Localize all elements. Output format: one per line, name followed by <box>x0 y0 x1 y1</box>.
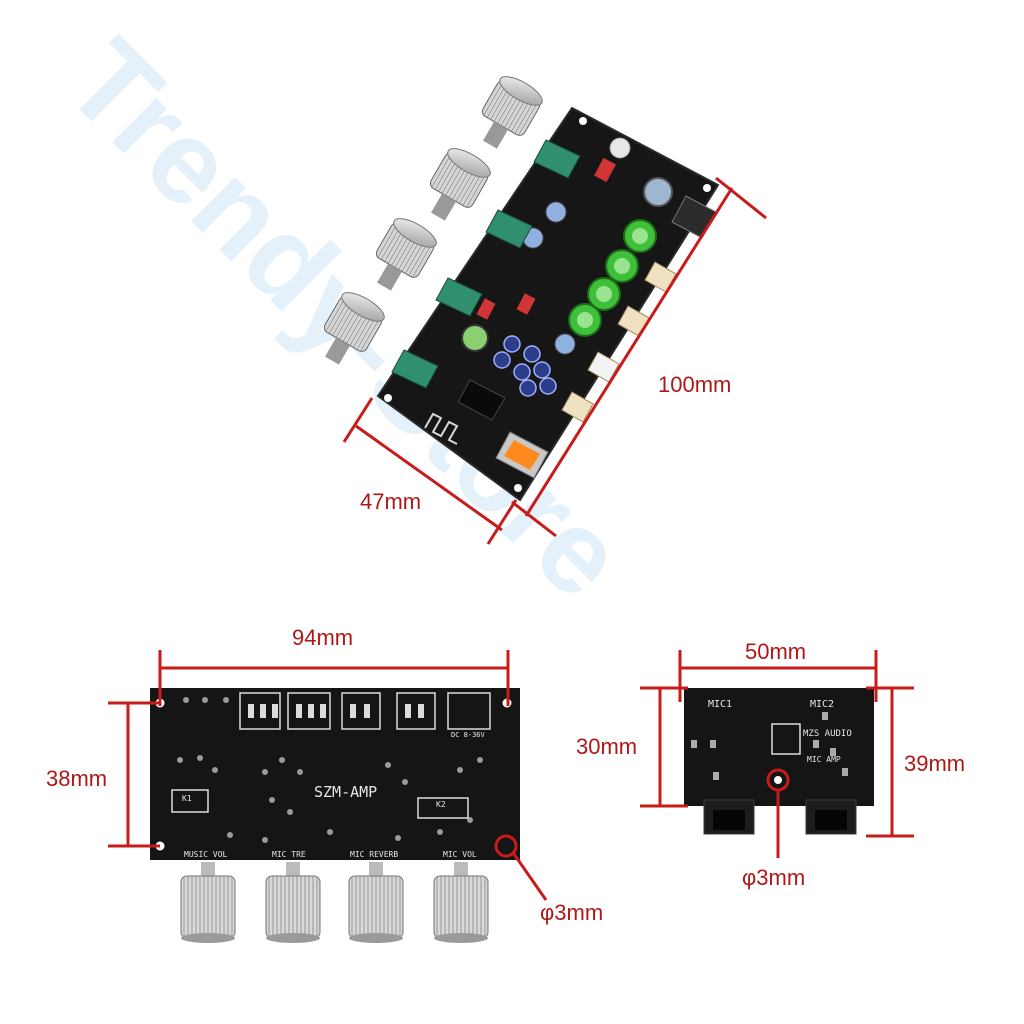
blue-capacitors <box>493 335 557 397</box>
side-width-label: 50mm <box>745 639 806 664</box>
side-height-dimension: 39mm <box>866 686 965 838</box>
front-hole-label: φ3mm <box>540 900 603 925</box>
green-capacitors <box>568 219 657 337</box>
top-potentiometers <box>391 139 581 389</box>
front-width-label: 94mm <box>292 625 353 650</box>
side-inner-height-label: 30mm <box>576 734 637 759</box>
top-length-dimension: 100mm <box>511 176 767 538</box>
mic2-label: MIC2 <box>810 699 834 710</box>
front-knob-label-2: MIC TRE <box>272 850 306 859</box>
usb-port-icon <box>495 431 549 479</box>
bluetooth-icon <box>424 412 459 445</box>
mic-brand-label: MZS AUDIO <box>803 729 852 739</box>
front-view-board: K1 K2 SZM-AMP DC 8-36V MUSIC VOL MIC TRE… <box>150 688 520 860</box>
front-title: SZM-AMP <box>314 783 377 801</box>
top-length-label: 100mm <box>658 372 731 397</box>
front-height-label: 38mm <box>46 766 107 791</box>
side-hole-callout: φ3mm <box>742 768 805 890</box>
front-knob-label-3: MIC REVERB <box>350 850 398 859</box>
side-height-label: 39mm <box>904 751 965 776</box>
front-width-dimension: 94mm <box>158 625 510 706</box>
knob-icon <box>323 76 543 365</box>
front-hole-callout: φ3mm <box>494 834 603 925</box>
mic-board: MIC1 MIC2 MZS AUDIO MIC AMP <box>684 688 874 835</box>
top-width-dimension: 47mm <box>342 397 518 545</box>
top-view-board <box>323 76 720 502</box>
side-inner-height-dimension: 30mm <box>576 686 688 808</box>
front-knobs <box>180 862 489 943</box>
front-k2-label: K2 <box>436 800 446 809</box>
mic-amp-label: MIC AMP <box>807 755 841 764</box>
side-width-dimension: 50mm <box>678 639 878 702</box>
front-power-label: DC 8-36V <box>451 731 486 739</box>
front-pcb <box>150 688 520 860</box>
mic1-label: MIC1 <box>708 699 732 710</box>
side-hole-label: φ3mm <box>742 865 805 890</box>
front-knob-label-4: MIC VOL <box>443 850 477 859</box>
front-knob-label-1: MUSIC VOL <box>184 850 228 859</box>
front-k1-label: K1 <box>182 794 192 803</box>
dsp-chip <box>457 379 506 421</box>
front-height-dimension: 38mm <box>46 701 160 848</box>
top-width-label: 47mm <box>360 489 421 514</box>
jst-connectors <box>561 261 677 423</box>
mic-jacks <box>703 799 857 835</box>
